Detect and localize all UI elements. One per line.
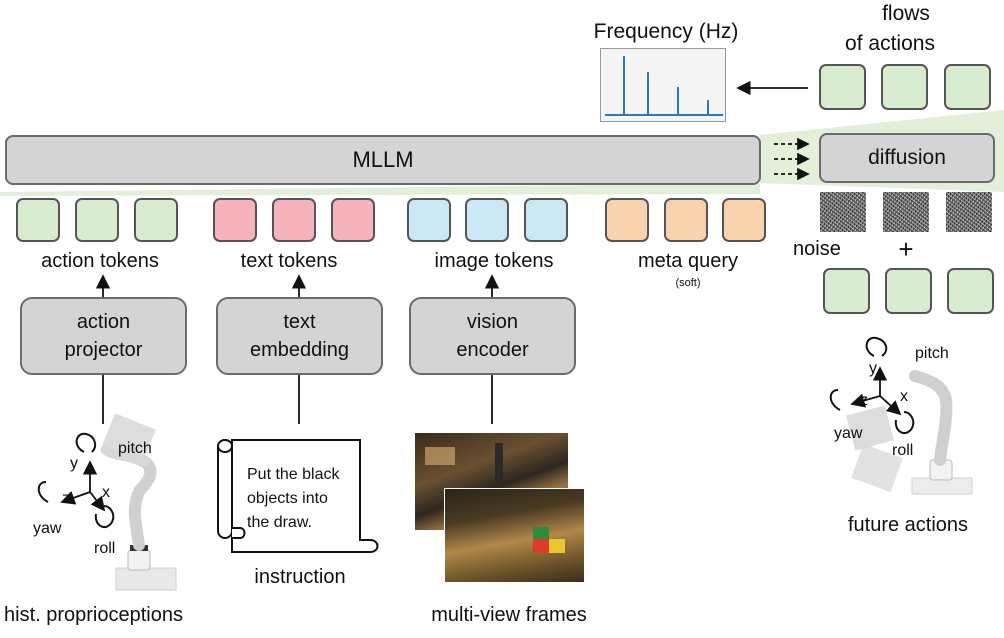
noise-label: noise (793, 238, 841, 260)
right-x-label: x (900, 388, 908, 405)
meta-query-sublabel: (soft) (675, 277, 701, 289)
meta-query-label: meta query (637, 250, 739, 272)
right-z-label: z (860, 392, 868, 409)
text-tokens-label: text tokens (240, 250, 338, 272)
mllm-label: MLLM (352, 147, 414, 172)
future-actions-caption: future actions (847, 514, 969, 536)
right-roll-label: roll (892, 442, 914, 459)
instruction-caption: instruction (254, 566, 346, 588)
image-tokens-label: image tokens (434, 250, 554, 272)
noisy-action-token (947, 268, 994, 314)
action-projector-block: action projector (20, 297, 187, 375)
camera-frame-2 (444, 488, 585, 583)
hist-proprioceptions-caption: hist. proprioceptions (4, 604, 183, 626)
right-yaw-label: yaw (834, 425, 863, 442)
action-token (16, 198, 60, 242)
text-token (213, 198, 257, 242)
instruction-text-line1: Put the black (247, 466, 340, 483)
text-token (331, 198, 375, 242)
text-embedding-block: text embedding (216, 297, 383, 375)
meta-query-token (664, 198, 708, 242)
vision-encoder-line1: vision (466, 311, 519, 333)
instruction-text-line2: objects into (247, 490, 328, 507)
left-x-label: x (102, 484, 110, 501)
image-token (524, 198, 568, 242)
diffusion-label: diffusion (868, 146, 946, 169)
mllm-block: MLLM (5, 135, 761, 185)
diffusion-block: diffusion (819, 133, 995, 183)
left-yaw-label: yaw (33, 520, 62, 537)
right-pitch-label: pitch (915, 345, 949, 362)
frequency-chart (600, 48, 726, 122)
plus-sign: + (898, 234, 914, 264)
noise-patch (820, 192, 866, 232)
flow-action-token (944, 64, 991, 110)
flows-label-line1: flows (882, 2, 930, 25)
flows-label-line2: of actions (845, 32, 935, 55)
flow-action-token (881, 64, 928, 110)
left-y-label: y (70, 455, 78, 472)
action-token (75, 198, 119, 242)
noise-patch (883, 192, 929, 232)
frequency-title: Frequency (Hz) (593, 20, 739, 43)
action-projector-line1: action (76, 311, 131, 333)
flow-action-token (819, 64, 866, 110)
action-projector-line2: projector (64, 339, 143, 361)
left-z-label: z (62, 490, 70, 507)
vision-encoder-line2: encoder (456, 339, 529, 361)
text-embedding-line2: embedding (250, 339, 349, 361)
action-tokens-label: action tokens (41, 250, 159, 272)
noisy-action-token (823, 268, 870, 314)
left-pitch-label: pitch (118, 440, 152, 457)
text-embedding-line1: text (283, 311, 316, 333)
noise-patch (946, 192, 992, 232)
meta-query-token (605, 198, 649, 242)
left-roll-label: roll (94, 540, 116, 557)
text-token (272, 198, 316, 242)
vision-encoder-block: vision encoder (409, 297, 576, 375)
multi-view-frames-caption: multi-view frames (431, 604, 587, 626)
image-token (407, 198, 451, 242)
image-token (465, 198, 509, 242)
instruction-text-line3: the draw. (247, 514, 312, 531)
action-token (134, 198, 178, 242)
noisy-action-token (885, 268, 932, 314)
meta-query-token (722, 198, 766, 242)
right-y-label: y (869, 360, 877, 377)
